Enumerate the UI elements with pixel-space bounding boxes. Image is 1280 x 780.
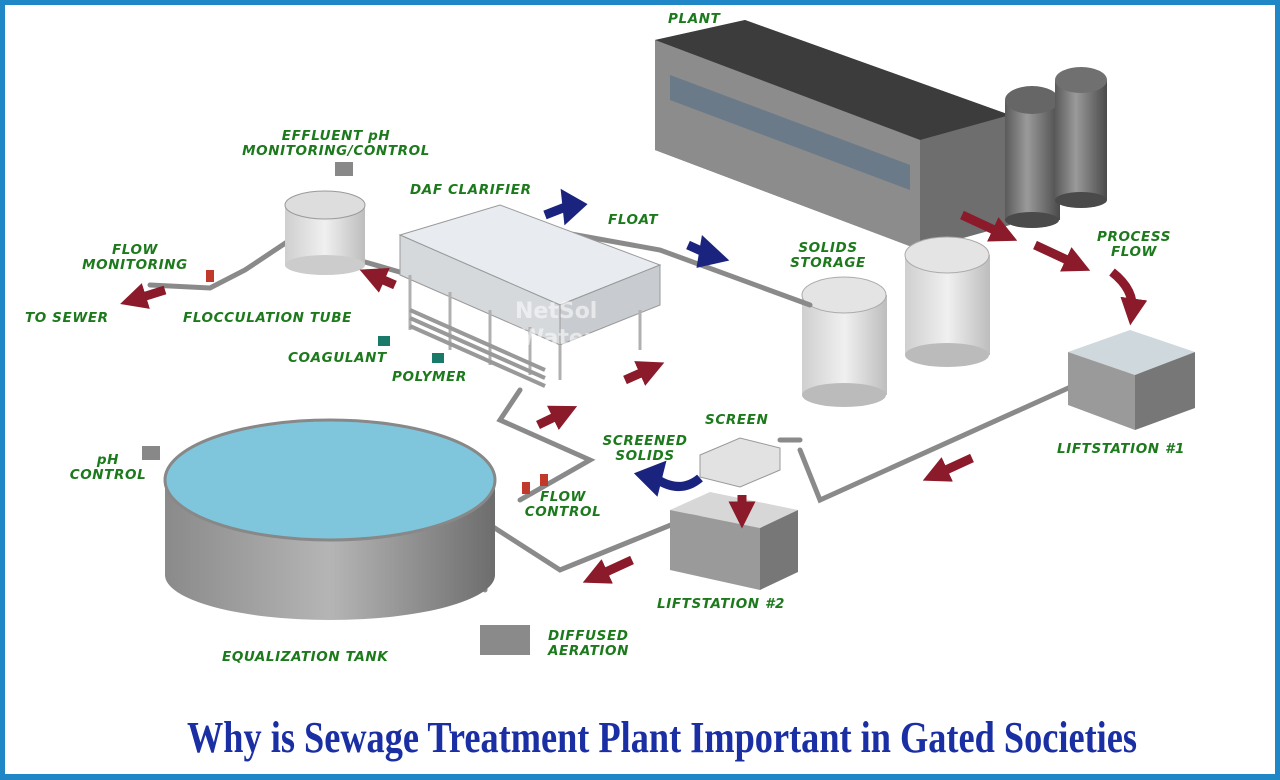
process-flow-arrow bbox=[960, 210, 1018, 242]
label-diffused-aeration-2: AERATION bbox=[547, 643, 629, 659]
label-equalization-tank: EQUALIZATION TANK bbox=[222, 649, 389, 665]
flow-arrow bbox=[536, 405, 578, 431]
process-flow-arrow bbox=[1033, 240, 1091, 272]
labels: PLANT EFFLUENT pH MONITORING/CONTROL DAF… bbox=[25, 11, 1185, 665]
watermark-line2: Water bbox=[520, 326, 595, 351]
process-flow-arrow bbox=[1109, 268, 1148, 326]
pipes bbox=[147, 229, 1078, 593]
label-coagulant: COAGULANT bbox=[288, 350, 388, 366]
coagulant-dosing-unit bbox=[378, 336, 390, 346]
flow-arrow bbox=[582, 555, 634, 584]
flow-arrow bbox=[359, 268, 397, 293]
liftstation-1 bbox=[1068, 330, 1195, 430]
to-sewer-arrow bbox=[120, 283, 167, 309]
label-solids-storage-1: SOLIDS bbox=[798, 240, 857, 256]
label-polymer: POLYMER bbox=[392, 369, 467, 385]
label-flow-monitoring-2: MONITORING bbox=[82, 257, 188, 273]
label-flocculation-tube: FLOCCULATION TUBE bbox=[183, 310, 352, 326]
equalization-tank bbox=[142, 418, 530, 655]
liftstation-2 bbox=[670, 492, 798, 590]
label-diffused-aeration-1: DIFFUSED bbox=[548, 628, 629, 644]
label-effluent-monitoring: MONITORING/CONTROL bbox=[242, 143, 430, 159]
watermark-line1: NetSol bbox=[515, 299, 597, 324]
label-flow-control-1: FLOW bbox=[540, 489, 587, 505]
plant-building bbox=[655, 20, 1010, 250]
label-daf-clarifier: DAF CLARIFIER bbox=[410, 182, 532, 198]
label-flow-monitoring-1: FLOW bbox=[112, 242, 159, 258]
label-screened-solids-2: SOLIDS bbox=[615, 448, 674, 464]
label-effluent-ph: EFFLUENT pH bbox=[282, 128, 391, 144]
label-ph-control-2: CONTROL bbox=[70, 467, 147, 483]
flow-arrows bbox=[120, 210, 1148, 584]
label-screened-solids-1: SCREENED bbox=[603, 433, 688, 449]
polymer-dosing-unit bbox=[432, 353, 444, 363]
page-title: Why is Sewage Treatment Plant Important … bbox=[187, 713, 1137, 762]
daf-clarifier: NetSol Water bbox=[398, 204, 662, 388]
effluent-ph-tank bbox=[284, 162, 366, 275]
label-solids-storage-2: STORAGE bbox=[790, 255, 866, 271]
label-plant: PLANT bbox=[668, 11, 722, 27]
flow-arrow bbox=[623, 361, 665, 386]
label-screen: SCREEN bbox=[705, 412, 768, 428]
solids-storage-tanks bbox=[801, 236, 990, 407]
label-process-flow-1: PROCESS bbox=[1097, 229, 1171, 245]
label-flow-control-2: CONTROL bbox=[525, 504, 602, 520]
float-arrows bbox=[543, 188, 730, 497]
label-float: FLOAT bbox=[608, 212, 659, 228]
flow-arrow bbox=[922, 453, 974, 482]
valves bbox=[206, 270, 548, 494]
screen-unit bbox=[699, 437, 781, 488]
label-process-flow-2: FLOW bbox=[1111, 244, 1158, 260]
label-liftstation-1: LIFTSTATION #1 bbox=[1057, 441, 1185, 457]
label-to-sewer: TO SEWER bbox=[25, 310, 109, 326]
label-ph-control-1: pH bbox=[96, 452, 119, 468]
label-liftstation-2: LIFTSTATION #2 bbox=[657, 596, 785, 612]
plant-silos bbox=[1005, 67, 1107, 228]
